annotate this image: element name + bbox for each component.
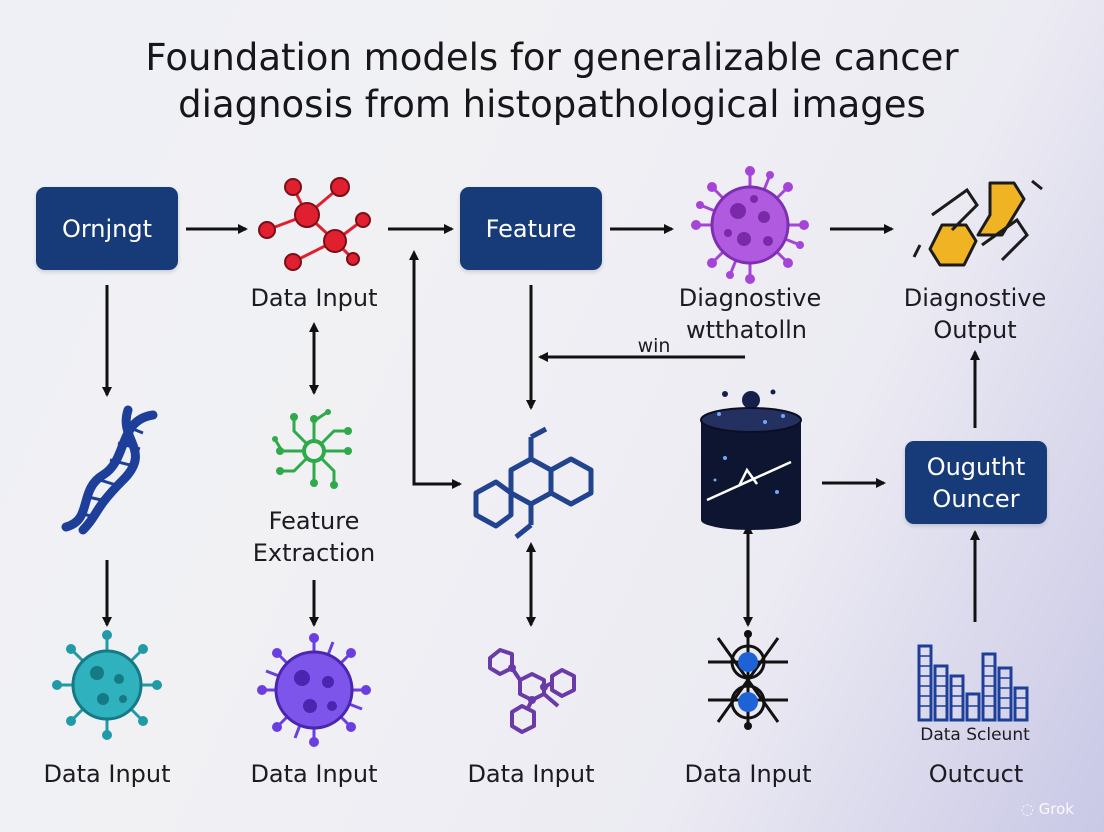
output-box-label-2: Ouncer	[932, 484, 1020, 513]
hexagon-molecule-icon	[473, 426, 594, 539]
cylinder-data-icon	[700, 389, 802, 530]
title-line-2: diagnosis from histopathological images	[178, 83, 926, 126]
bar-chart-icon	[917, 644, 1029, 722]
output-box-label-1: Ougutht	[926, 452, 1026, 481]
title-line-1: Foundation models for generalizable canc…	[145, 36, 959, 79]
network-icon	[258, 177, 371, 271]
feature-extraction-label-2: Extraction	[252, 539, 376, 567]
virus-violet-icon	[257, 633, 371, 747]
diagnostic-label-left-2: wtthatolln	[686, 316, 808, 344]
bottom-label-5: Outcuct	[928, 760, 1024, 788]
watermark-text: Grok	[1038, 800, 1074, 818]
bottom-label-4: Data Input	[684, 760, 812, 788]
data-scleunt-label: Data Scleunt	[920, 725, 1030, 745]
feature-extraction-label-1: Feature	[268, 507, 360, 535]
virus-purple-icon	[691, 166, 809, 284]
diagnostic-output-label-1: Diagnostive	[903, 284, 1047, 312]
bottom-label-2: Data Input	[250, 760, 378, 788]
virus-teal-icon	[52, 630, 162, 740]
output-box: Ougutht Ouncer	[905, 441, 1047, 524]
orninght-box: Ornjngt	[36, 187, 178, 270]
page-title: Foundation models for generalizable canc…	[0, 34, 1104, 128]
arrow-elbow-up-and-right	[409, 250, 462, 489]
grok-logo-icon: ◌	[1020, 800, 1034, 818]
data-input-top-label: Data Input	[250, 284, 378, 312]
circuit-icon	[272, 409, 352, 489]
orninght-box-label: Ornjngt	[61, 214, 153, 243]
gold-strand-icon	[912, 179, 1043, 267]
bottom-label-1: Data Input	[43, 760, 171, 788]
feature-box-label: Feature	[485, 214, 577, 243]
diagnostic-label-left-1: Diagnostive	[678, 284, 822, 312]
win-label: win	[637, 335, 671, 357]
diagnostic-output-label-2: Output	[933, 316, 1017, 344]
feature-box: Feature	[460, 187, 602, 270]
purple-molecule-icon	[488, 648, 576, 734]
dna-strand-icon	[61, 405, 158, 535]
target-node-icon	[708, 630, 788, 730]
bottom-label-3: Data Input	[467, 760, 595, 788]
grok-watermark: ◌ Grok	[1021, 800, 1074, 818]
